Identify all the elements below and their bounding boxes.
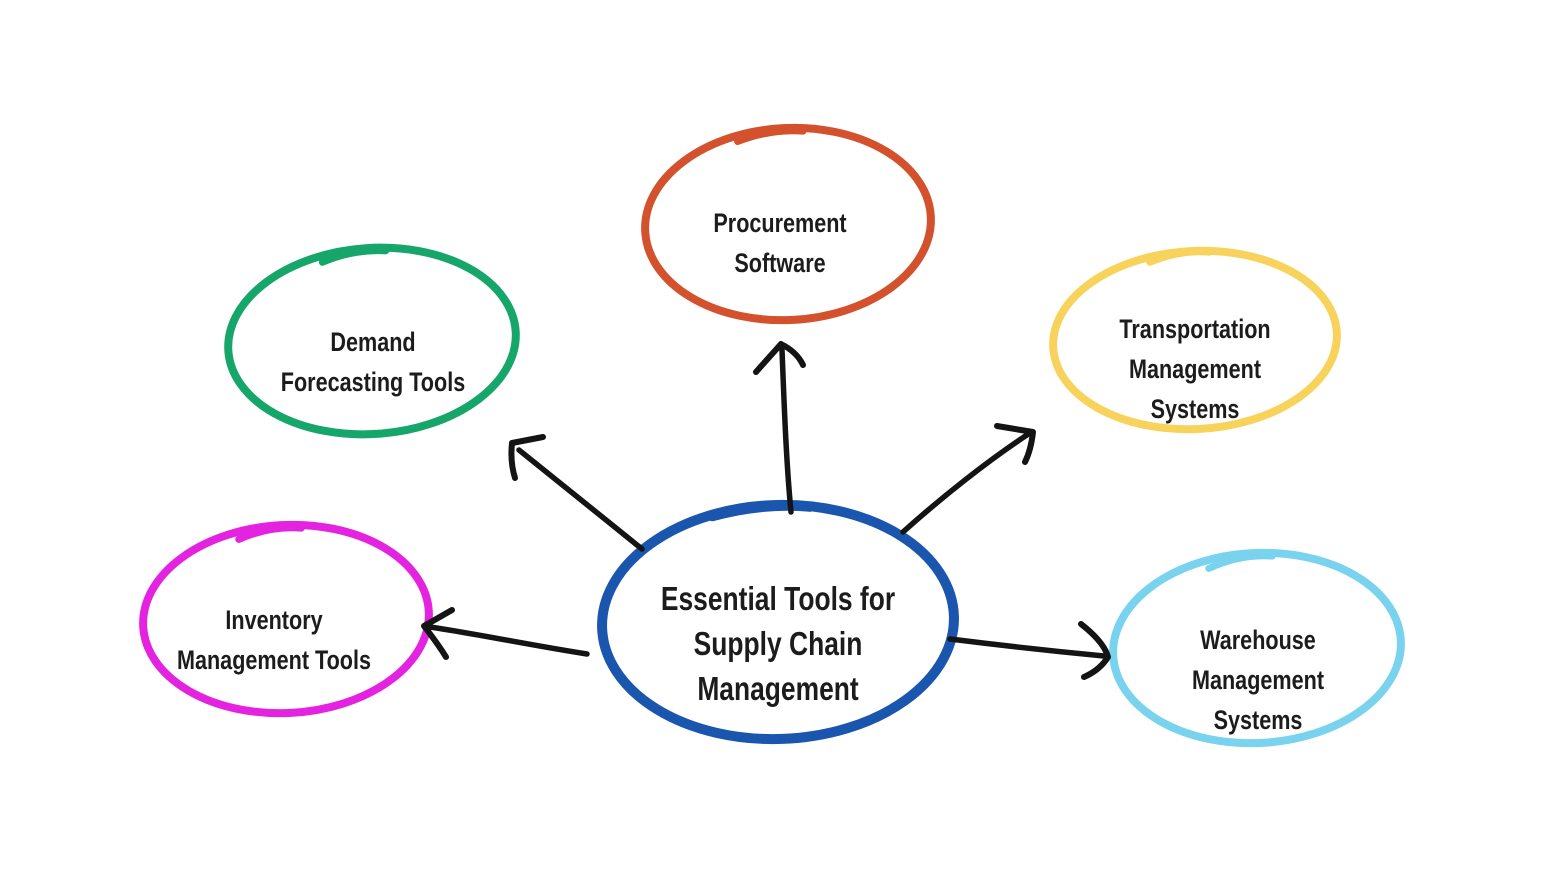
bubble-procurement	[641, 123, 935, 325]
arrow-to-procurement	[753, 341, 806, 515]
label-inventory-text: Inventory Management Tools	[176, 605, 372, 675]
bubble-transportation-tail	[1146, 248, 1213, 266]
bubble-procurement-tail	[734, 127, 807, 146]
label-demand-text: Demand Forecasting Tools	[280, 327, 466, 397]
arrow-to-transportation	[900, 423, 1036, 535]
label-transportation-text: Transportation Management Systems	[1119, 314, 1271, 424]
arrow-to-transportation-head	[994, 423, 1036, 465]
bubble-center-tail	[708, 502, 815, 522]
arrow-to-inventory	[421, 607, 590, 660]
label-transportation-node: Transportation Management Systems	[1100, 269, 1289, 429]
bubble-demand-tail	[318, 247, 390, 266]
bubble-inventory	[139, 520, 433, 718]
label-demand-node: Demand Forecasting Tools	[258, 282, 489, 402]
label-warehouse-text: Warehouse Management Systems	[1191, 625, 1325, 735]
arrow-to-demand-head	[508, 434, 546, 481]
arrow-to-warehouse-shaft	[947, 636, 1107, 659]
bubble-transportation	[1049, 246, 1341, 434]
arrow-to-warehouse	[947, 621, 1111, 680]
bubble-warehouse-tail	[1205, 552, 1276, 572]
bubble-demand	[224, 243, 520, 439]
label-procurement-text: Procurement Software	[713, 208, 847, 278]
arrow-to-inventory-shaft	[427, 624, 590, 657]
arrow-to-procurement-head	[753, 341, 806, 375]
arrow-to-procurement-shaft	[779, 347, 794, 515]
arrow-to-warehouse-head	[1078, 621, 1111, 680]
label-center-text: Essential Tools for Supply Chain Managem…	[660, 580, 896, 707]
bubble-center	[597, 499, 959, 745]
arrow-to-transportation-shaft	[900, 430, 1033, 535]
bubble-warehouse	[1109, 548, 1405, 748]
bubble-inventory-tail	[235, 524, 305, 543]
label-procurement-node: Procurement Software	[697, 163, 864, 283]
label-inventory-node: Inventory Management Tools	[153, 560, 396, 680]
arrow-to-demand-shaft	[516, 447, 645, 552]
arrow-to-demand	[508, 434, 645, 552]
label-warehouse-node: Warehouse Management Systems	[1175, 580, 1340, 740]
arrow-to-inventory-head	[421, 607, 455, 660]
label-center-node: Essential Tools for Supply Chain Managem…	[632, 531, 925, 711]
